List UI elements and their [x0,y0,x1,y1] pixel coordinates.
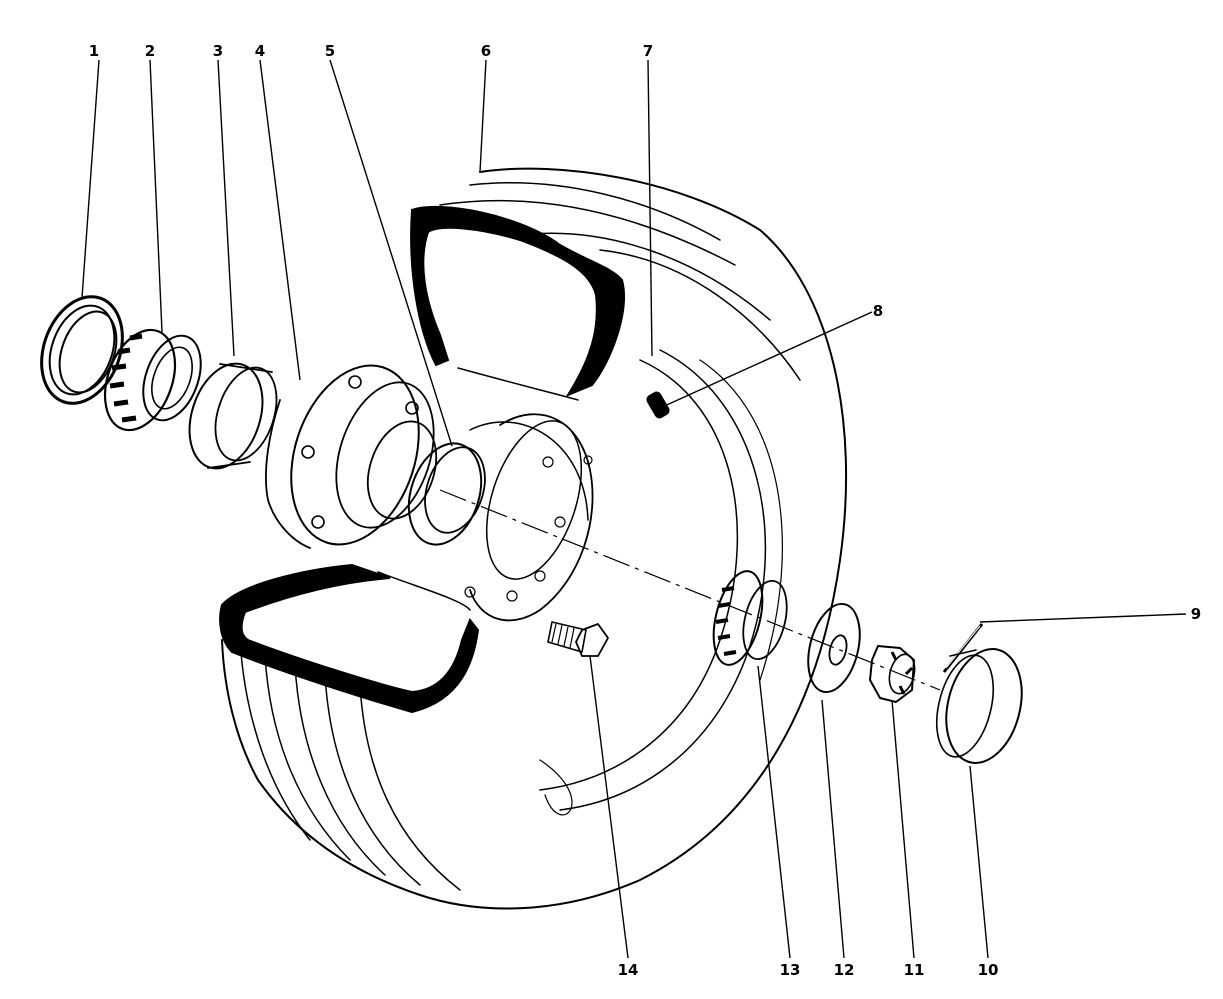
callout-labels: 1 2 3 4 5 6 7 8 9 10 11 12 13 14 [89,42,1201,979]
callout-1: 1 [89,42,99,60]
outer-bearing-cone [712,570,788,666]
wheel-bolt [547,621,609,657]
callout-7: 7 [643,42,653,60]
callout-11: 11 [904,961,925,979]
outer-bearing-cup [407,442,486,546]
callout-3: 3 [213,42,223,60]
callout-14: 14 [618,961,639,979]
hub-cap [936,648,1023,764]
leader-lines [81,59,1187,959]
callout-12: 12 [834,961,855,979]
valve-stem [646,391,670,419]
callout-13: 13 [780,961,801,979]
callout-9: 9 [1191,605,1201,623]
callout-2: 2 [145,42,155,60]
grease-seal [40,295,124,405]
callout-4: 4 [255,42,265,60]
cotter-pin [942,623,984,673]
tire [219,167,848,910]
washer [807,602,861,694]
castellated-nut [869,645,916,703]
inner-bearing-cone [103,328,202,432]
wheel-hub [265,364,438,549]
callout-10: 10 [978,961,999,979]
callout-6: 6 [481,42,491,60]
wheel-rim [464,413,594,622]
axis-center-line [439,489,941,691]
callout-5: 5 [325,42,335,60]
inner-bearing-cup [188,362,278,470]
callout-8: 8 [873,302,883,320]
